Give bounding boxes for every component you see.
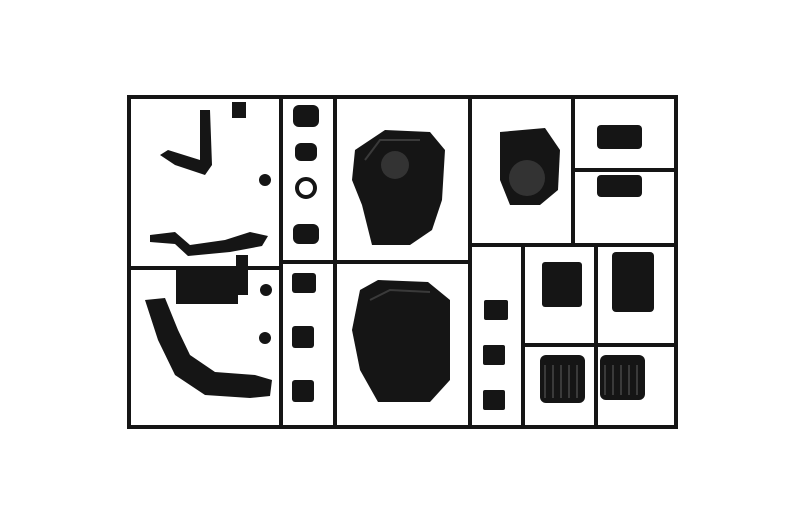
sprue-parts	[145, 102, 654, 410]
sprue-frame	[127, 95, 678, 429]
plastic-highlights	[364, 139, 638, 398]
